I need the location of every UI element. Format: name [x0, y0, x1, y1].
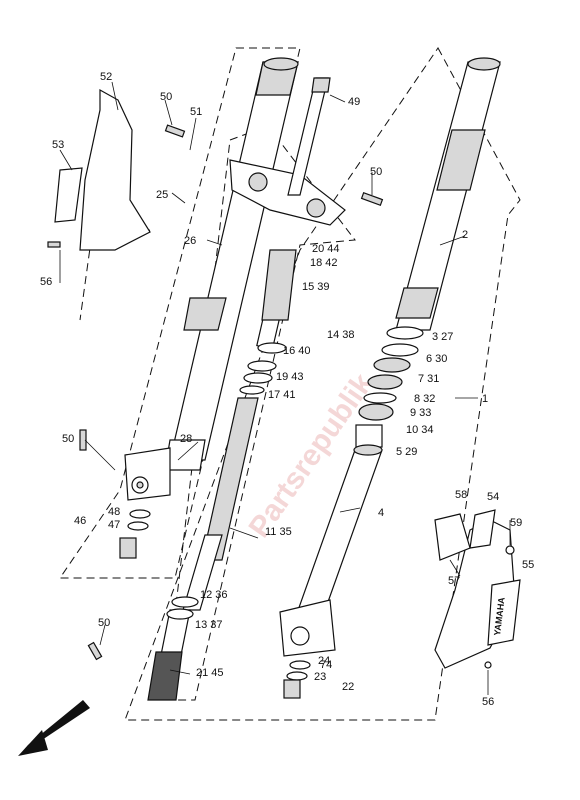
label-28: 28	[180, 433, 192, 445]
right-seal-stack	[355, 326, 424, 448]
label-52: 52	[100, 71, 112, 83]
label-7-31: 7 31	[418, 373, 439, 385]
part-labels: 1 2 3 27 4 5 29 6 30 7 31 8 32 9 33 10 3…	[40, 71, 534, 708]
label-56-left: 56	[40, 276, 52, 288]
assembly-outline-right	[124, 47, 521, 721]
label-18-42: 18 42	[310, 257, 338, 269]
label-54: 54	[487, 491, 499, 503]
label-17-41: 17 41	[268, 389, 296, 401]
label-16-40: 16 40	[283, 345, 311, 357]
label-4: 4	[378, 507, 384, 519]
label-48: 48	[108, 506, 120, 518]
left-bottom-bolt-set	[119, 509, 151, 559]
label-50-bottom: 50	[98, 617, 110, 629]
label-24: 24	[318, 655, 330, 667]
label-25: 25	[156, 189, 168, 201]
left-fork-tube	[164, 57, 299, 471]
label-14-38: 14 38	[327, 329, 355, 341]
left-fork-guard	[54, 88, 151, 251]
damper-cartridge	[147, 249, 297, 701]
right-outer-tube	[395, 57, 501, 331]
right-axle-bracket	[279, 599, 336, 699]
label-1: 1	[482, 393, 488, 405]
bolts	[47, 124, 515, 669]
label-58: 58	[455, 489, 467, 501]
label-26: 26	[184, 235, 196, 247]
yamaha-decal: YAMAHA	[492, 596, 507, 636]
label-3-27: 3 27	[432, 331, 453, 343]
label-47: 47	[108, 519, 120, 531]
label-12-36: 12 36	[200, 589, 228, 601]
label-11-35: 11 35	[265, 526, 292, 538]
label-53: 53	[52, 139, 64, 151]
leader-lines	[59, 81, 511, 695]
label-20-44: 20 44	[312, 243, 340, 255]
label-51: 51	[190, 106, 202, 118]
front-direction-arrow-icon	[18, 700, 90, 756]
label-49: 49	[348, 96, 360, 108]
label-21-45: 21 45	[196, 667, 224, 679]
label-46: 46	[74, 515, 86, 527]
label-22: 22	[342, 681, 354, 693]
label-6-30: 6 30	[426, 353, 447, 365]
label-56-right: 56	[482, 696, 494, 708]
steering-stem	[287, 77, 331, 196]
label-23: 23	[314, 671, 326, 683]
label-57: 57	[448, 575, 460, 587]
label-8-32: 8 32	[414, 393, 435, 405]
label-55: 55	[522, 559, 534, 571]
label-5-29: 5 29	[396, 446, 417, 458]
right-fork-guard: YAMAHA	[434, 509, 521, 669]
label-59: 59	[510, 517, 522, 529]
label-19-43: 19 43	[276, 371, 304, 383]
label-10-34: 10 34	[406, 424, 434, 436]
label-74: 74	[320, 659, 332, 671]
label-50-top: 50	[160, 91, 172, 103]
label-50-mid: 50	[62, 433, 74, 445]
label-2: 2	[462, 229, 468, 241]
label-9-33: 9 33	[410, 407, 431, 419]
label-50-right: 50	[370, 166, 382, 178]
label-13-37: 13 37	[195, 619, 223, 631]
seal-rings-center	[166, 342, 287, 620]
left-axle-holder	[124, 447, 171, 501]
label-15-39: 15 39	[302, 281, 330, 293]
